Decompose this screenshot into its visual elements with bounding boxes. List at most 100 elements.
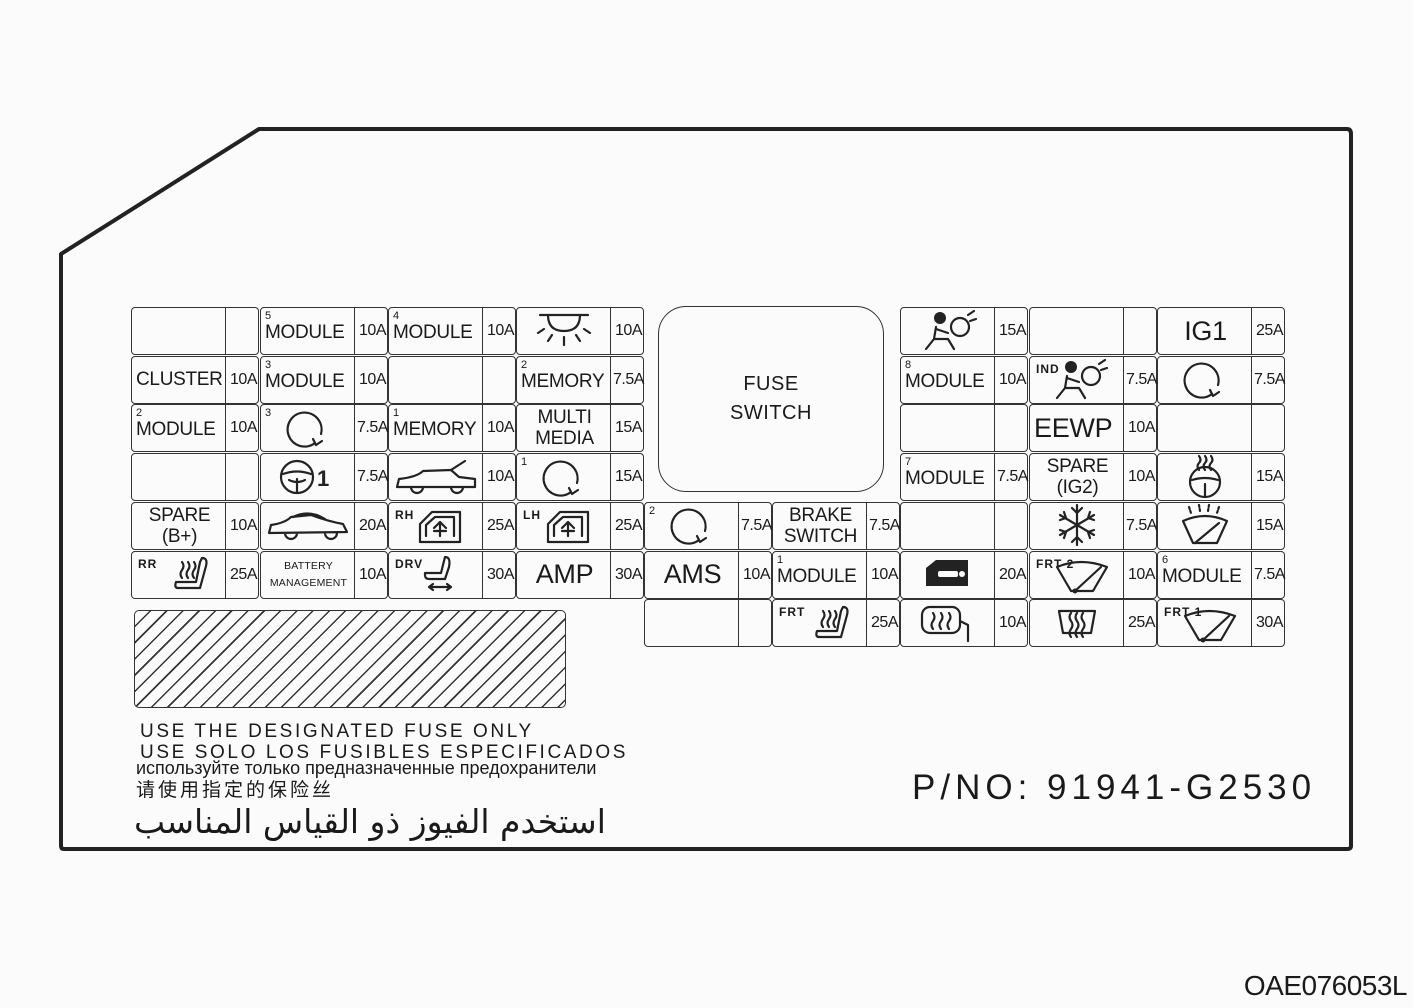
fuse-name: MODULE: [265, 370, 345, 392]
fuse-name: MODULE: [905, 370, 985, 392]
fuse-name: [393, 357, 480, 403]
front-wiper-icon: [1179, 602, 1239, 651]
fuse-name: CLUSTER: [136, 368, 223, 390]
fuse-amperage: 15A: [1251, 454, 1287, 501]
fuse-amperage: 15A: [610, 405, 646, 452]
fuse-amperage: 10A: [1123, 405, 1159, 452]
image-code: OAE076053L: [1243, 970, 1408, 1001]
fuse-index: 1: [521, 456, 528, 469]
part-number: P/NO: 91941-G2530: [912, 768, 1317, 807]
fuse-slot: DRV 30A: [388, 550, 518, 602]
fuse-amperage: [225, 308, 261, 354]
fuse-slot: 15A: [900, 307, 1028, 355]
fuse-amperage: 15A: [994, 308, 1030, 354]
fuse-amperage: 10A: [482, 405, 518, 452]
fuse-amperage: 7.5A: [1123, 502, 1159, 549]
fuse-position-tag: RH: [395, 507, 415, 522]
fuse-name: MODULE: [905, 468, 985, 490]
fuse-amperage: 10A: [1123, 454, 1159, 501]
fuse-slot: 20A: [900, 550, 1028, 599]
fuse-name: MODULE: [777, 565, 857, 587]
door-lock-icon: [922, 554, 974, 599]
fuse-name: MULTI MEDIA: [535, 407, 594, 450]
fuse-amperage: [225, 454, 261, 501]
fuse-name: BATTERY MANAGEMENT: [269, 559, 348, 589]
fuse-slot: 10A: [516, 307, 644, 355]
rear-defroster-icon: [1053, 601, 1101, 650]
fuse-amperage: 10A: [354, 551, 390, 598]
fuse-slot: 7.5A: [1157, 355, 1285, 404]
fuse-name: [649, 600, 736, 646]
fuse-index: 7: [905, 456, 912, 469]
power-seat-icon: [417, 553, 463, 602]
fuse-index: 6: [1162, 553, 1169, 566]
fuse-slot: 7.5A: [1029, 501, 1159, 553]
fuse-name: MODULE: [136, 419, 216, 441]
fuse-position-tag: RR: [138, 556, 158, 571]
fuse-name: [1034, 308, 1121, 354]
fuse-name: SPARE (IG2): [1046, 456, 1109, 499]
fuse-amperage: 25A: [1123, 600, 1159, 647]
fuse-amperage: 10A: [610, 308, 646, 354]
fuse-index: 1: [393, 407, 400, 420]
fuse-amperage: [1123, 308, 1159, 354]
fuse-name: IG1: [1184, 315, 1227, 346]
fuse-name: MODULE: [1162, 565, 1242, 587]
fuse-name: MEMORY: [393, 419, 477, 441]
hatched-area: [134, 610, 566, 708]
fuse-position-tag: DRV: [395, 556, 424, 571]
dome-lamp-icon: [532, 309, 596, 358]
fuse-slot: 2 7.5A: [644, 501, 774, 550]
fuse-name: MEMORY: [521, 370, 605, 392]
steering-wheel-1-icon: 1: [277, 455, 339, 504]
heated-steering-icon: [1182, 454, 1228, 505]
fuse-slot: [388, 355, 516, 404]
front-seat-heater-icon: [793, 603, 855, 650]
fuse-index: 1: [777, 553, 784, 566]
mirror-defroster-icon: [918, 601, 978, 650]
fuse-position-tag: IND: [1036, 361, 1060, 376]
fuse-index: 3: [265, 407, 272, 420]
fuse-slot: MULTI MEDIA 15A: [516, 404, 646, 453]
fuse-amperage: 25A: [610, 502, 646, 549]
fuse-amperage: 30A: [1251, 600, 1287, 647]
fuse-slot: 10A: [388, 453, 516, 502]
fuse-amperage: 30A: [482, 551, 518, 598]
fuse-amperage: [994, 502, 1030, 549]
fuse-amperage: 10A: [866, 551, 902, 598]
fuse-name: AMS: [663, 559, 722, 589]
fuse-slot: SPARE (B+)10A: [131, 501, 259, 550]
fuse-index: 5: [265, 310, 272, 322]
fuse-position-tag: FRT 1: [1164, 605, 1203, 620]
fuse-index: 2: [649, 504, 656, 517]
air-conditioner-icon: [1054, 502, 1100, 553]
tailgate-car-icon: [393, 457, 479, 502]
fuse-amperage: 7.5A: [738, 502, 774, 549]
fuse-name: [136, 308, 223, 354]
fuse-amperage: 7.5A: [610, 356, 646, 403]
fuse-amperage: 10A: [1123, 551, 1159, 598]
fuse-amperage: 25A: [866, 600, 902, 647]
power-window-icon: [416, 506, 464, 551]
warning-english: USE THE DESIGNATED FUSE ONLY: [140, 721, 534, 742]
fuse-name: SPARE (B+): [148, 504, 211, 547]
fuse-index: 2: [521, 358, 528, 371]
fuse-switch-label-2: SWITCH: [730, 402, 812, 424]
fuse-name: AMP: [535, 559, 594, 589]
warning-spanish: USE SOLO LOS FUSIBLES ESPECIFICADOS: [140, 742, 629, 763]
